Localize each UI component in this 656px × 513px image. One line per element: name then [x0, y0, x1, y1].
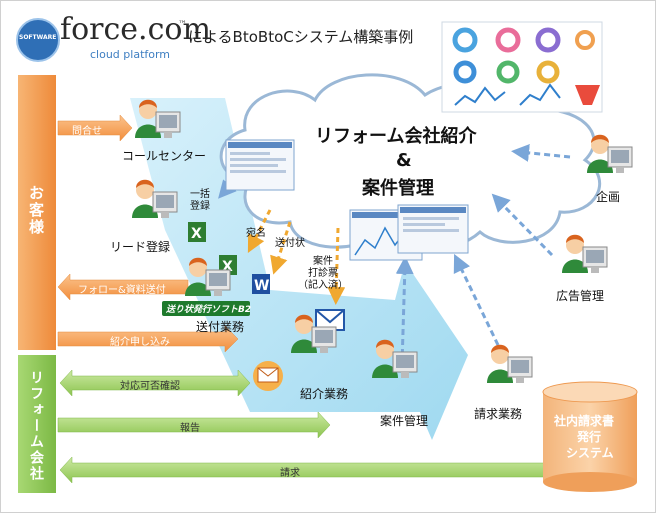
arrow-confirm — [59, 369, 251, 397]
page-title: によるBtoBtoCシステム構築事例 — [188, 28, 414, 46]
note-case-1: 案件 — [313, 256, 333, 267]
person-pc-icon — [132, 179, 178, 218]
logo-tm: ™ — [178, 20, 187, 30]
note-case-3: （記入済） — [298, 280, 348, 291]
cloud-title-line2: & — [396, 150, 412, 171]
excel-icon: X — [188, 222, 206, 242]
arrow-ad — [491, 193, 554, 257]
arrow-atena — [247, 209, 272, 254]
arrow-sofujo — [270, 221, 292, 275]
customer-bar — [18, 75, 56, 350]
system-line1: 社内請求書 — [554, 414, 615, 428]
note-bulk-1: 一括 — [190, 189, 210, 200]
svg-text:W: W — [254, 278, 269, 294]
customer-label: お客様 — [27, 185, 45, 236]
person-pc-icon — [291, 314, 337, 353]
arrow-label-report: 報告 — [180, 423, 200, 434]
logo-brand: force.com — [60, 12, 211, 47]
note-sofujo: 送付状 — [275, 238, 305, 249]
word-icon: W — [252, 274, 270, 294]
role-planning: 企画 — [596, 190, 621, 204]
mail-send-icon — [253, 361, 283, 391]
role-shipping: 送付業務 — [196, 320, 245, 334]
role-call-center: コールセンター — [122, 149, 207, 163]
person-pc-icon — [372, 339, 418, 378]
arrow-label-follow: フォロー&資料送付 — [78, 285, 166, 296]
screen-thumbnail-1 — [225, 139, 295, 191]
arrow-label-apply: 紹介申し込み — [110, 337, 170, 348]
system-line2: 発行 — [577, 430, 602, 444]
arrow-apply — [57, 325, 239, 353]
note-atena: 宛名 — [246, 228, 266, 239]
company-bar — [18, 355, 56, 493]
svg-text:X: X — [222, 259, 233, 275]
arrow-case-up — [395, 256, 414, 366]
arrow-label-inquiry: 問合せ — [72, 126, 102, 137]
person-pc-icon — [587, 134, 633, 173]
arrow-billing-up — [453, 253, 500, 346]
role-case-mgmt: 案件管理 — [380, 414, 429, 428]
role-ad-mgmt: 広告管理 — [556, 289, 605, 303]
role-referral: 紹介業務 — [300, 387, 349, 401]
arrow-planning — [511, 143, 571, 162]
arrow-inquiry — [57, 114, 133, 142]
logo-badge-icon — [16, 18, 60, 62]
svg-text:X: X — [191, 226, 202, 242]
b2-badge-text: 送り状発行ソフトB2 — [166, 305, 252, 315]
note-case-2: 打診票 — [308, 268, 338, 279]
person-pc-icon — [185, 257, 231, 296]
arrow-report — [57, 411, 331, 439]
arrow-label-confirm: 対応可否確認 — [120, 381, 180, 392]
arrow-invoice — [59, 456, 546, 484]
logo-sub: cloud platform — [90, 48, 171, 61]
arrow-follow — [57, 273, 189, 301]
arrow-case-form — [327, 227, 346, 305]
person-pc-icon — [562, 234, 608, 273]
role-lead: リード登録 — [110, 240, 171, 254]
person-pc-icon — [487, 344, 533, 383]
b2-badge — [162, 301, 250, 316]
company-label: リフォーム会社 — [28, 370, 44, 482]
note-bulk-2: 登録 — [190, 201, 210, 212]
arrow-label-invoice: 請求 — [280, 468, 300, 479]
billing-system-cylinder — [542, 381, 638, 492]
system-line3: システム — [566, 446, 614, 460]
screen-thumbnail-3 — [397, 204, 469, 254]
cloud-title-line1: リフォーム会社紹介 — [315, 126, 477, 147]
role-billing: 請求業務 — [474, 407, 523, 421]
person-pc-icon — [135, 99, 181, 138]
cloud-title-line3: 案件管理 — [362, 178, 434, 199]
dashboard-thumbnails — [441, 21, 603, 113]
logo-badge-text: SOFTWARE — [19, 34, 57, 41]
